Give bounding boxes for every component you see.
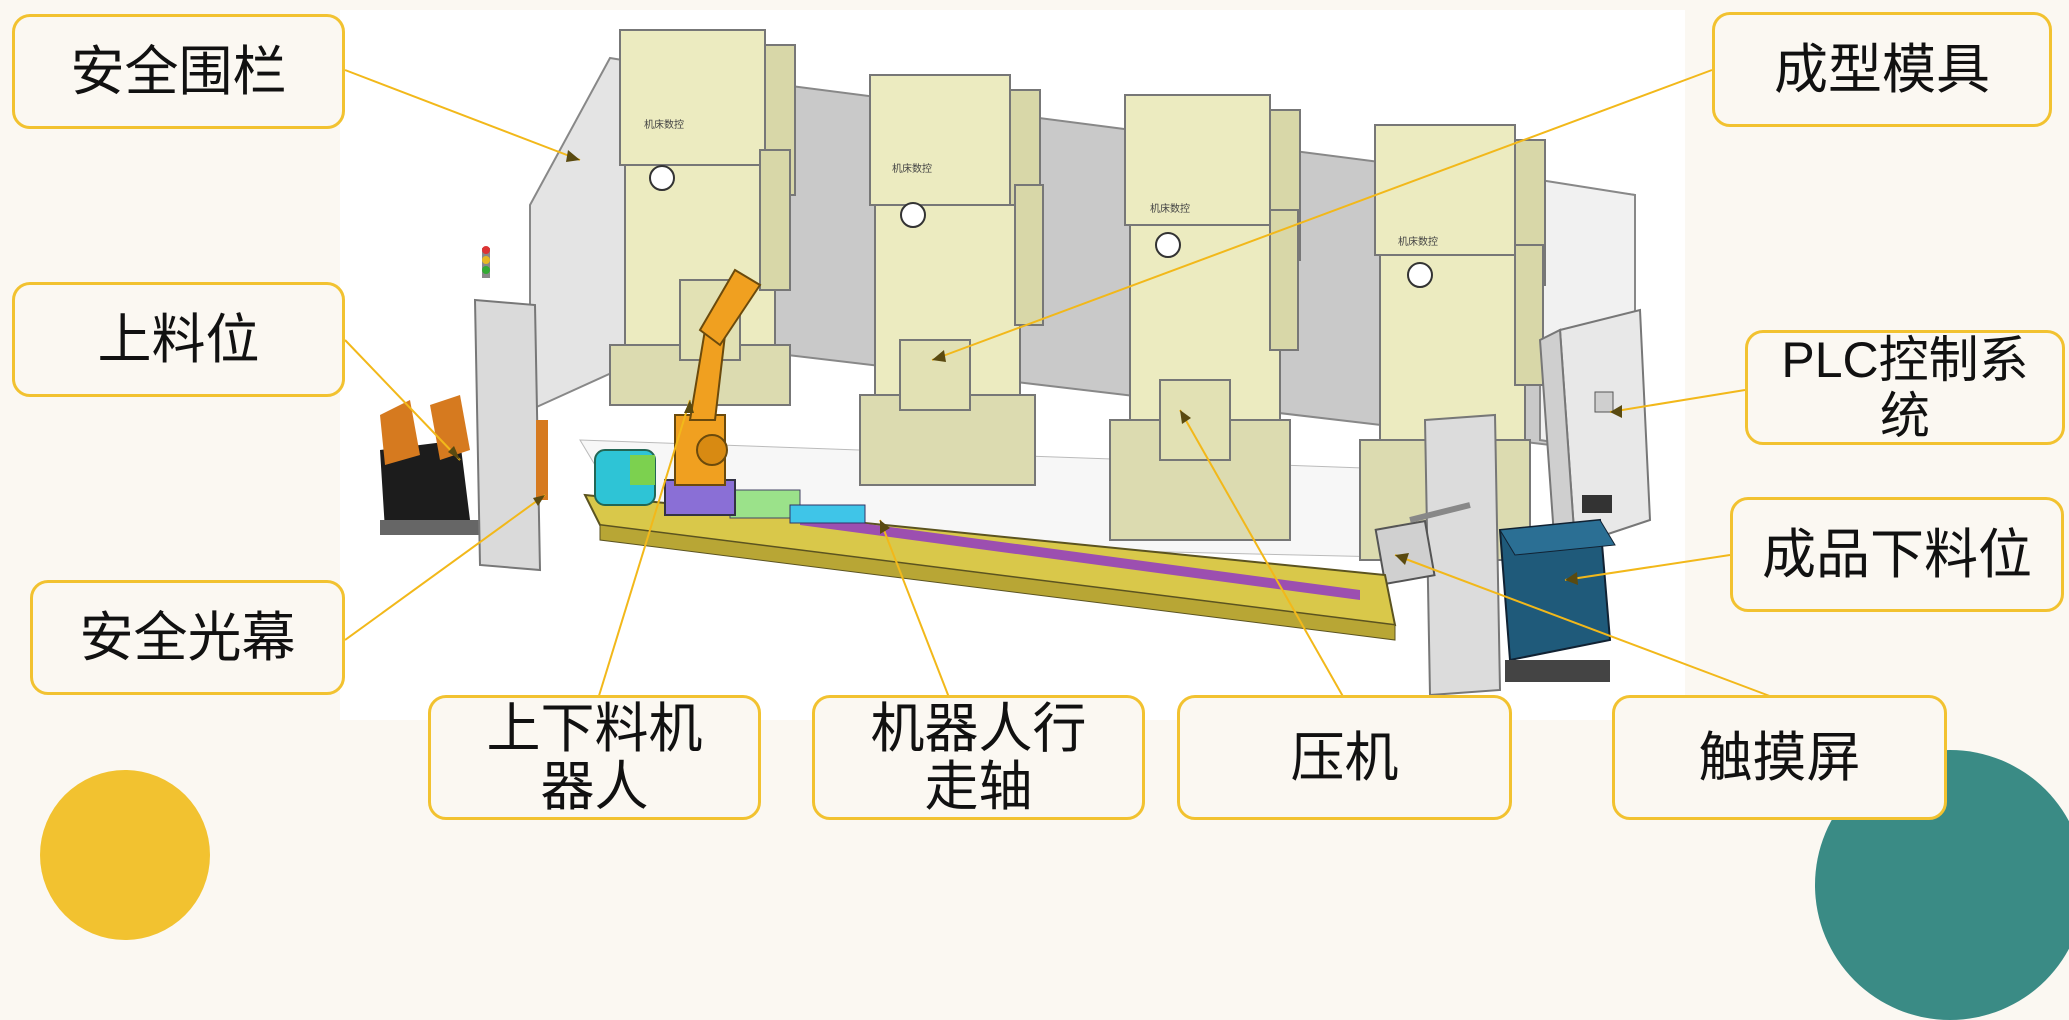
leader-fence (344, 69, 581, 161)
callout-light-curtain-label: 安全光幕 (79, 607, 296, 668)
press-2: 机床数控 (859, 74, 1044, 486)
leader-plc (1609, 389, 1746, 413)
arrow-touchscreen (1395, 553, 1409, 565)
arrow-plc (1610, 405, 1622, 418)
callout-press: 压机 (1177, 695, 1512, 820)
robot-track (583, 449, 1397, 641)
leader-unloading (1564, 554, 1731, 581)
production-line-diagram: 机床数控 机床数控 机床数控 机床数控 (340, 10, 1776, 726)
callout-forming-mold: 成型模具 (1712, 12, 2052, 127)
arrow-press (1180, 410, 1191, 424)
arrow-fence (566, 150, 580, 162)
callout-forming-mold-label: 成型模具 (1774, 39, 1990, 100)
callout-loading-station-label: 上料位 (97, 309, 260, 370)
arrow-robot (684, 400, 694, 413)
press-3-plate: 机床数控 (1150, 202, 1190, 215)
callout-touchscreen: 触摸屏 (1612, 695, 1947, 820)
loading-robot (664, 268, 762, 516)
right-pillar (1374, 413, 1502, 697)
leader-track (879, 519, 951, 701)
press-1-plate: 机床数控 (644, 118, 684, 131)
arrow-track (880, 520, 890, 534)
arrow-light-curtain (533, 495, 545, 506)
leader-arrowheads (448, 150, 1622, 585)
press-3: 机床数控 (1109, 94, 1301, 541)
callout-light-curtain: 安全光幕 (30, 580, 345, 695)
leader-loading (344, 339, 461, 461)
callout-loading-robot: 上下料机器人 (428, 695, 761, 820)
callout-loading-station: 上料位 (12, 282, 345, 397)
callout-safety-fence: 安全围栏 (12, 14, 345, 129)
arrow-mold (932, 350, 946, 362)
callout-safety-fence-label: 安全围栏 (70, 41, 287, 102)
arrow-loading (448, 446, 460, 460)
leader-touchscreen (1394, 554, 1776, 699)
callout-loading-robot-label: 上下料机器人 (486, 698, 703, 817)
callout-plc-control: PLC控制系统 (1745, 330, 2065, 445)
callout-plc-control-label: PLC控制系统 (1781, 331, 2029, 444)
loading-bin (380, 395, 480, 535)
callout-touchscreen-label: 触摸屏 (1698, 727, 1861, 788)
leader-mold (931, 69, 1713, 361)
callout-press-label: 压机 (1290, 727, 1399, 788)
callout-robot-track: 机器人行走轴 (812, 695, 1145, 820)
left-light-curtain (473, 246, 548, 572)
press-2-plate: 机床数控 (892, 162, 932, 175)
leader-lines (344, 69, 1776, 726)
plc-cabinet (1538, 308, 1652, 552)
arrow-unloading (1565, 572, 1578, 585)
unloading-bin (1498, 518, 1616, 682)
callout-unloading-station: 成品下料位 (1730, 497, 2064, 612)
press-4-plate: 机床数控 (1398, 235, 1438, 248)
leader-light-curtain (344, 494, 546, 641)
leader-robot (589, 399, 691, 726)
callout-robot-track-label: 机器人行走轴 (870, 698, 1087, 817)
corner-decoration-yellow (40, 770, 210, 940)
callout-unloading-station-label: 成品下料位 (1762, 524, 2032, 585)
leader-press (1179, 409, 1346, 701)
